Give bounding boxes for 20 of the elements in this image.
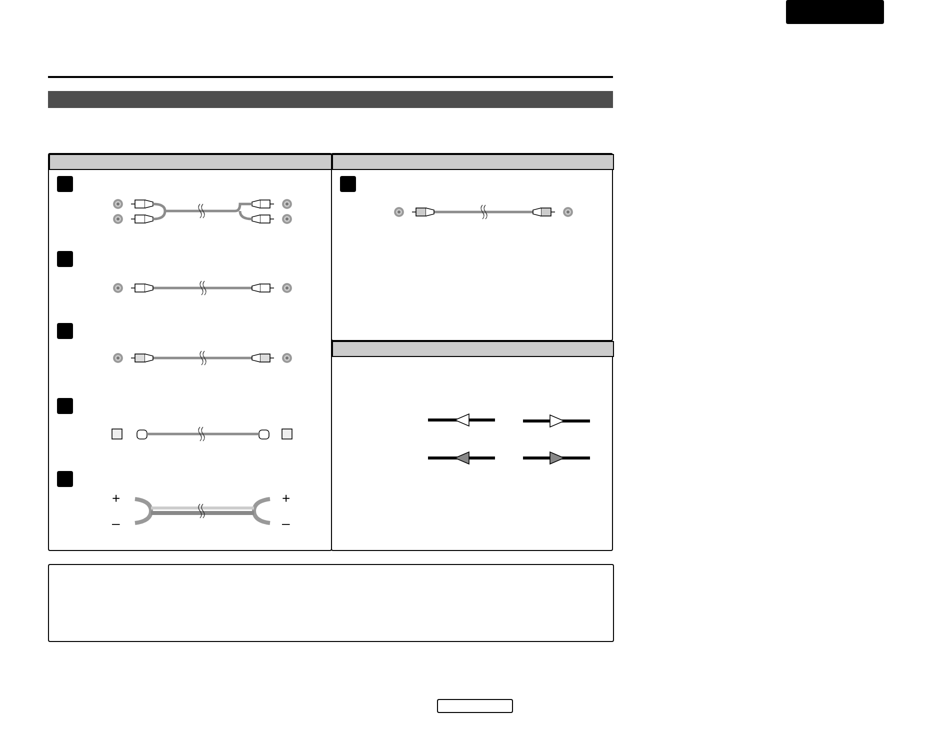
- header-bar: [48, 91, 613, 108]
- number-marker: [340, 176, 356, 192]
- polarity-sign: –: [282, 516, 290, 530]
- number-marker: [57, 471, 73, 487]
- polarity-sign: –: [112, 516, 120, 530]
- polarity-sign: +: [282, 491, 290, 505]
- polarity-sign: +: [112, 491, 120, 505]
- header-bar: [332, 154, 614, 170]
- outline-box: [331, 340, 613, 551]
- number-marker: [57, 323, 73, 339]
- outline-box: [48, 153, 332, 551]
- number-marker: [57, 251, 73, 267]
- header-bar: [49, 154, 333, 170]
- number-marker: [57, 398, 73, 414]
- number-marker: [57, 176, 73, 192]
- tab-block: [786, 0, 884, 24]
- outline-box: [331, 153, 613, 341]
- header-bar: [332, 341, 614, 357]
- outline-box: [437, 699, 513, 713]
- outline-box: [48, 564, 614, 642]
